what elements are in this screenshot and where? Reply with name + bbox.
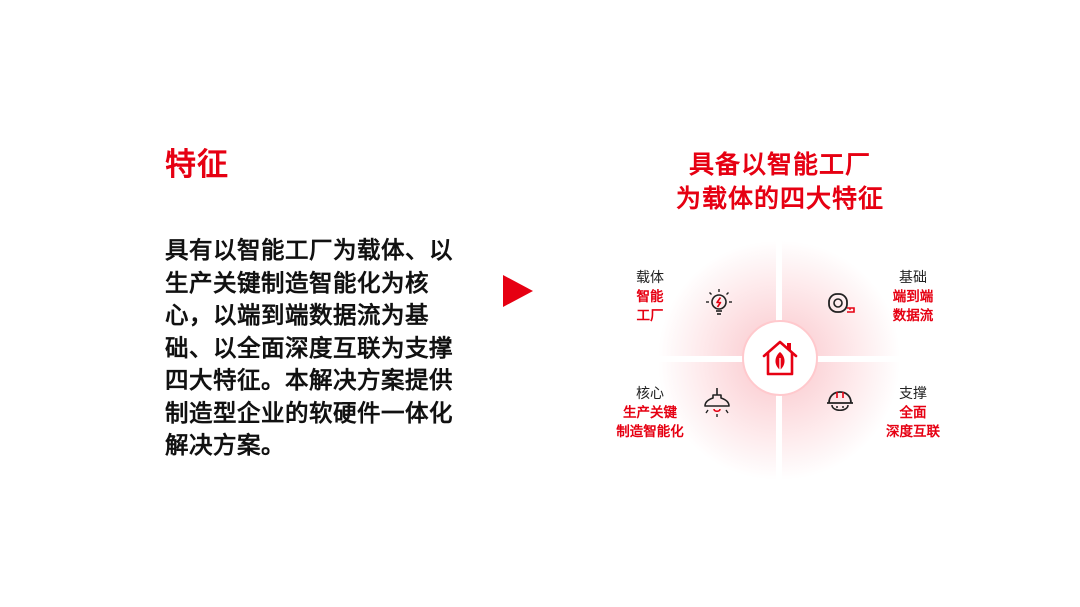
eco-house-icon (762, 340, 798, 376)
play-arrow-icon (503, 275, 533, 307)
lightbulb-icon (704, 288, 734, 318)
diagram-title-line1: 具备以智能工厂 (688, 150, 871, 179)
quadrant-name: 载体 (636, 270, 664, 286)
quadrant-shapes (658, 241, 900, 480)
four-feature-diagram: 载体 智能 工厂 基础 端到端 数据流 (600, 230, 960, 490)
quadrant-bottom-right (782, 362, 900, 480)
section-title: 特征 (165, 147, 229, 183)
quadrant-desc: 数据流 (892, 308, 934, 324)
quadrant-desc: 制造智能化 (616, 424, 684, 440)
quadrant-desc: 工厂 (636, 308, 664, 324)
tape-measure-icon (826, 288, 856, 318)
diagram-title-line2: 为载体的四大特征 (675, 184, 884, 213)
quadrant-desc: 全面 (899, 405, 927, 421)
quadrant-top-left-label: 载体 智能 工厂 (595, 268, 705, 326)
pendant-lamp-icon (702, 388, 732, 418)
quadrant-bottom-left-label: 核心 生产关键 制造智能化 (595, 384, 705, 442)
hard-hat-icon (825, 388, 855, 418)
quadrant-bottom-right-label: 支撑 全面 深度互联 (858, 384, 968, 442)
center-circle (742, 320, 818, 396)
quadrant-bottom-left (658, 362, 776, 480)
quadrant-desc: 智能 (636, 289, 664, 305)
quadrant-name: 基础 (899, 270, 927, 286)
quadrant-top-right (782, 241, 900, 356)
quadrant-desc: 端到端 (892, 289, 934, 305)
quadrant-desc: 生产关键 (623, 405, 677, 421)
quadrant-top-left (658, 241, 776, 356)
quadrant-name: 核心 (636, 386, 664, 402)
section-body: 具有以智能工厂为载体、以生产关键制造智能化为核心，以端到端数据流为基础、以全面深… (165, 236, 453, 459)
diagram-title: 具备以智能工厂 为载体的四大特征 (630, 148, 930, 216)
quadrant-top-right-label: 基础 端到端 数据流 (858, 268, 968, 326)
quadrant-desc: 深度互联 (886, 424, 940, 440)
quadrant-name: 支撑 (899, 386, 927, 402)
